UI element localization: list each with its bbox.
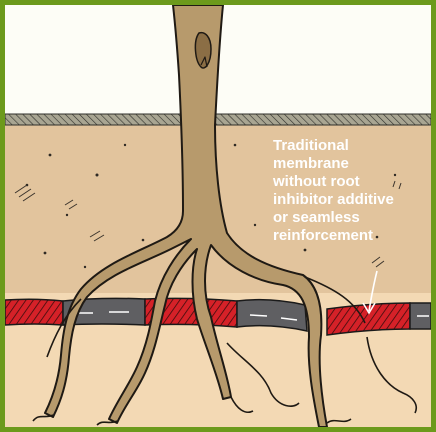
annotation-line-6: reinforcement (273, 227, 433, 245)
annotation-label: Traditional membrane without root inhibi… (273, 137, 433, 245)
annotation-line-2: membrane (273, 155, 433, 173)
annotation-line-5: or seamless (273, 209, 433, 227)
annotation-line-4: inhibitor additive (273, 191, 433, 209)
annotation-line-3: without root (273, 173, 433, 191)
annotation-line-1: Traditional (273, 137, 433, 155)
grass-strip (5, 114, 431, 125)
